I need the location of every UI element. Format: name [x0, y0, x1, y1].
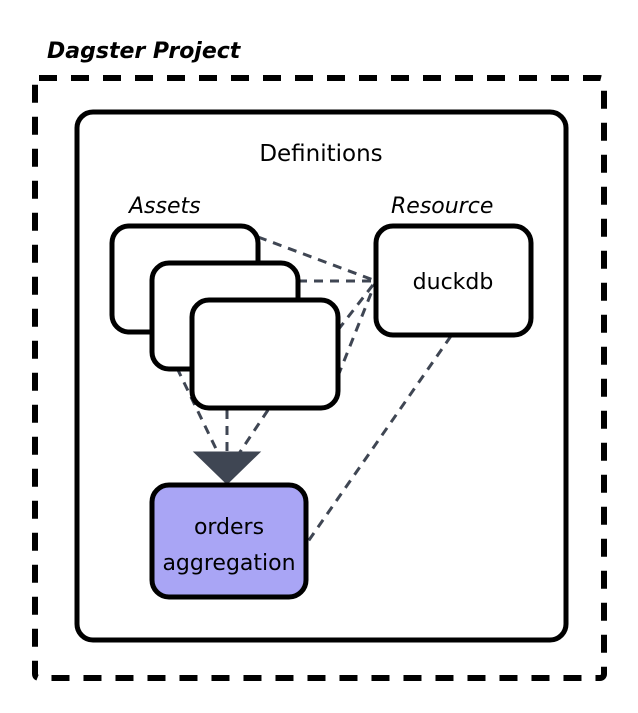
definitions-label: Definitions [259, 141, 382, 167]
edge-asset-back-to-orders [175, 367, 221, 456]
resource-group-label: Resource [391, 194, 493, 219]
edge-asset-front-to-orders [236, 409, 270, 456]
orders-aggregation-label-line1: orders [194, 515, 264, 540]
edges-assets-to-duckdb [257, 235, 378, 377]
convergence-arrowhead [192, 451, 262, 485]
orders-aggregation-box[interactable] [149, 482, 309, 600]
edge-asset-back-to-duckdb [257, 235, 377, 283]
asset-card-front[interactable] [189, 297, 341, 411]
duckdb-resource-node[interactable]: duckdb [373, 223, 534, 338]
definitions-container [74, 109, 569, 643]
orders-aggregation-node[interactable]: orders aggregation [149, 482, 309, 600]
dagster-project-container [32, 75, 607, 681]
orders-aggregation-label-line2: aggregation [162, 551, 295, 576]
dagster-project-label: Dagster Project [47, 39, 242, 64]
assets-group-label: Assets [127, 194, 201, 219]
edges-assets-to-orders [175, 367, 270, 456]
duckdb-resource-label: duckdb [413, 270, 494, 295]
duckdb-resource-box[interactable] [373, 223, 534, 338]
edge-asset-front-to-duckdb [336, 280, 378, 331]
edge-asset-front-lower-to-duckdb [336, 280, 378, 377]
edge-duckdb-to-orders [305, 335, 453, 544]
